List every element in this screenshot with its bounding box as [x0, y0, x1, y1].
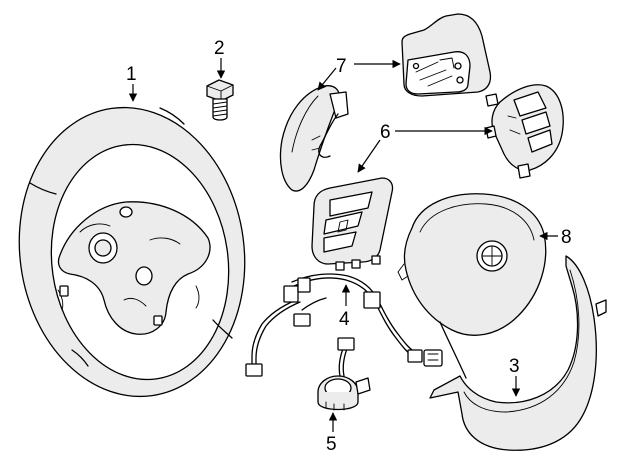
callout-3: 3 — [509, 356, 520, 377]
callout-2: 2 — [214, 38, 225, 59]
callout-1: 1 — [126, 64, 137, 85]
airbag-module — [397, 193, 547, 336]
steering-wheel — [18, 106, 246, 398]
callout-5: 5 — [326, 434, 337, 455]
callout-labels: 1 2 3 4 5 6 7 8 — [126, 38, 572, 455]
leader-lines — [128, 58, 558, 432]
wiring-harness — [245, 273, 443, 377]
callout-7: 7 — [336, 56, 347, 77]
lower-trim-cover — [429, 255, 607, 451]
switch-assemblies — [311, 84, 564, 271]
callout-6: 6 — [380, 122, 391, 143]
callout-4: 4 — [339, 309, 350, 330]
sensor-unit — [317, 337, 371, 411]
shift-paddles — [279, 13, 492, 192]
bolt — [206, 79, 234, 121]
callout-8: 8 — [561, 227, 572, 248]
